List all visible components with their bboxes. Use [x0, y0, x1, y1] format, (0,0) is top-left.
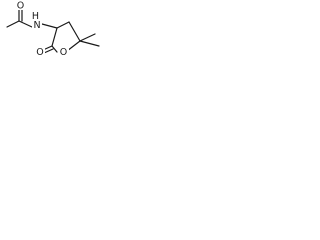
bond-c5-to-methyl-a	[79, 33, 96, 42]
amide-oxygen-label: O	[17, 1, 24, 12]
bond-methyl-to-carbonyl	[6, 20, 20, 28]
amide-nitrogen-label: H N	[32, 11, 42, 31]
amide-nitrogen-background	[32, 11, 42, 31]
bond-carbonyl-to-nitrogen	[18, 20, 33, 28]
amide-oxygen-background	[15, 0, 26, 10]
bond-ring-c4-to-c5	[68, 21, 81, 42]
lactone-carbonyl-oxygen-background	[35, 47, 45, 58]
bond-ring-c3-to-c4	[56, 21, 70, 29]
bond-ring-oxygen-to-c2	[51, 45, 58, 53]
amide-nitrogen-symbol: N	[33, 20, 40, 31]
lactone-carbonyl-oxygen-label: O	[36, 47, 43, 58]
molecule-structure: H N O O O	[6, 0, 100, 58]
bond-lactone-carbonyl-double-second	[43, 48, 54, 54]
amide-nitrogen-hydrogen: H	[32, 11, 39, 22]
ring-oxygen-label: O	[60, 47, 67, 58]
bonds	[6, 8, 100, 54]
ring-oxygen-background	[58, 47, 69, 58]
bond-c5-to-methyl-b	[79, 40, 100, 47]
atom-labels: H N O O O	[15, 0, 69, 58]
bond-c2-to-c3	[51, 27, 58, 47]
bond-nitrogen-to-ring	[41, 23, 58, 29]
bond-ring-c5-to-ring-oxygen	[66, 40, 81, 52]
